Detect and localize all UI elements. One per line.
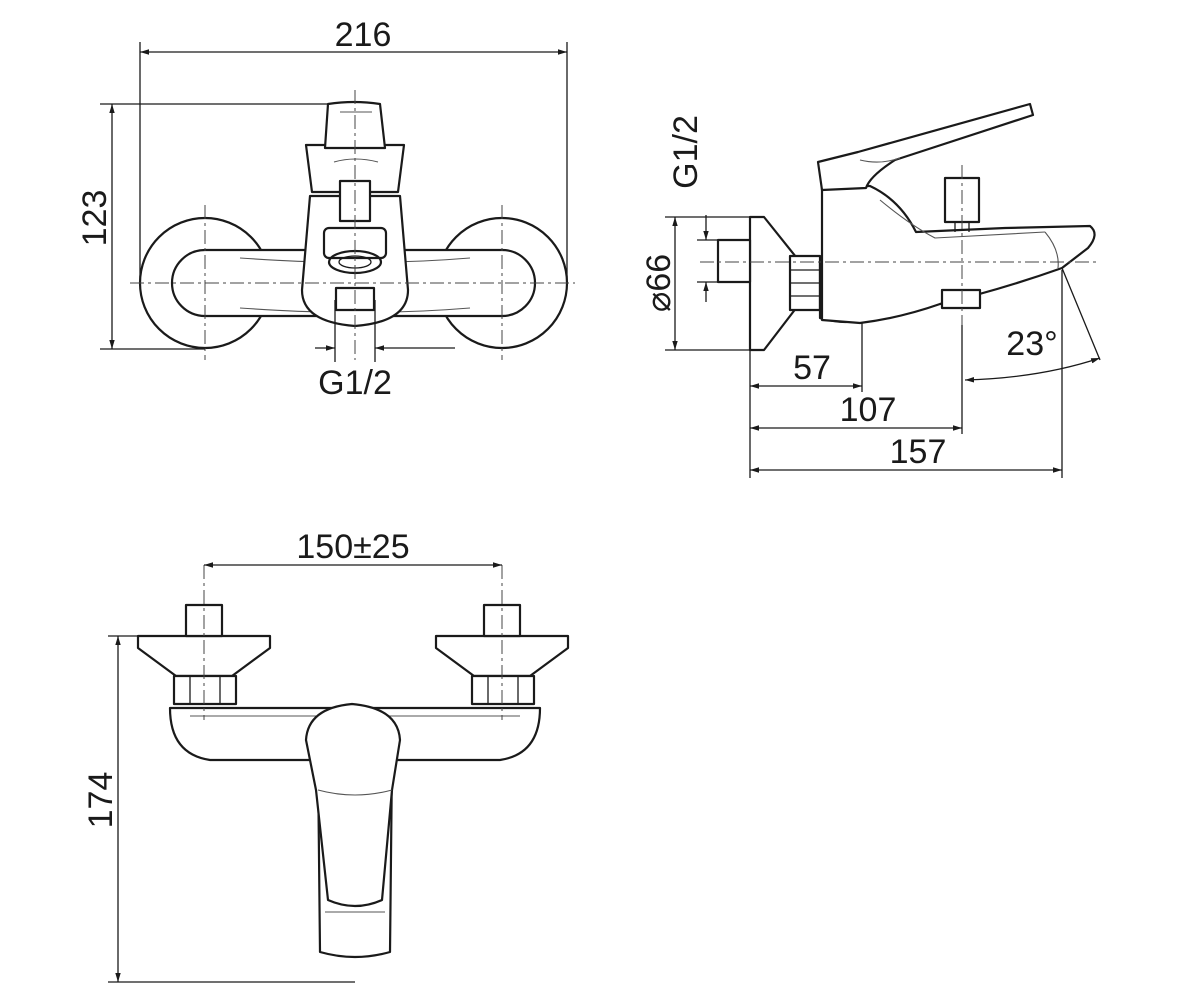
top-right-nut bbox=[470, 674, 536, 706]
side-view: G1/2 ⌀66 57 107 157 23° bbox=[640, 102, 1101, 478]
side-depth-107-label: 107 bbox=[840, 391, 897, 429]
side-angle-label: 23° bbox=[1006, 325, 1057, 363]
front-width-label: 216 bbox=[335, 16, 392, 54]
top-depth-label: 174 bbox=[82, 772, 120, 829]
side-diameter-label: ⌀66 bbox=[640, 254, 678, 312]
side-thread-label: G1/2 bbox=[667, 115, 705, 189]
spout-body bbox=[820, 184, 1096, 325]
front-height-label: 123 bbox=[76, 190, 114, 247]
side-depth-157-label: 157 bbox=[890, 433, 947, 471]
side-shower-outlet bbox=[940, 288, 982, 310]
front-thread-label: G1/2 bbox=[318, 364, 392, 402]
front-view: 216 123 G1/2 bbox=[76, 16, 575, 402]
side-lever bbox=[816, 102, 1035, 192]
top-left-nut bbox=[172, 674, 238, 706]
top-center-distance-label: 150±25 bbox=[296, 528, 409, 566]
side-depth-57-label: 57 bbox=[793, 349, 831, 387]
top-lever bbox=[304, 702, 402, 908]
inlet-pipe bbox=[716, 238, 752, 284]
top-view: 150±25 174 bbox=[82, 528, 570, 983]
